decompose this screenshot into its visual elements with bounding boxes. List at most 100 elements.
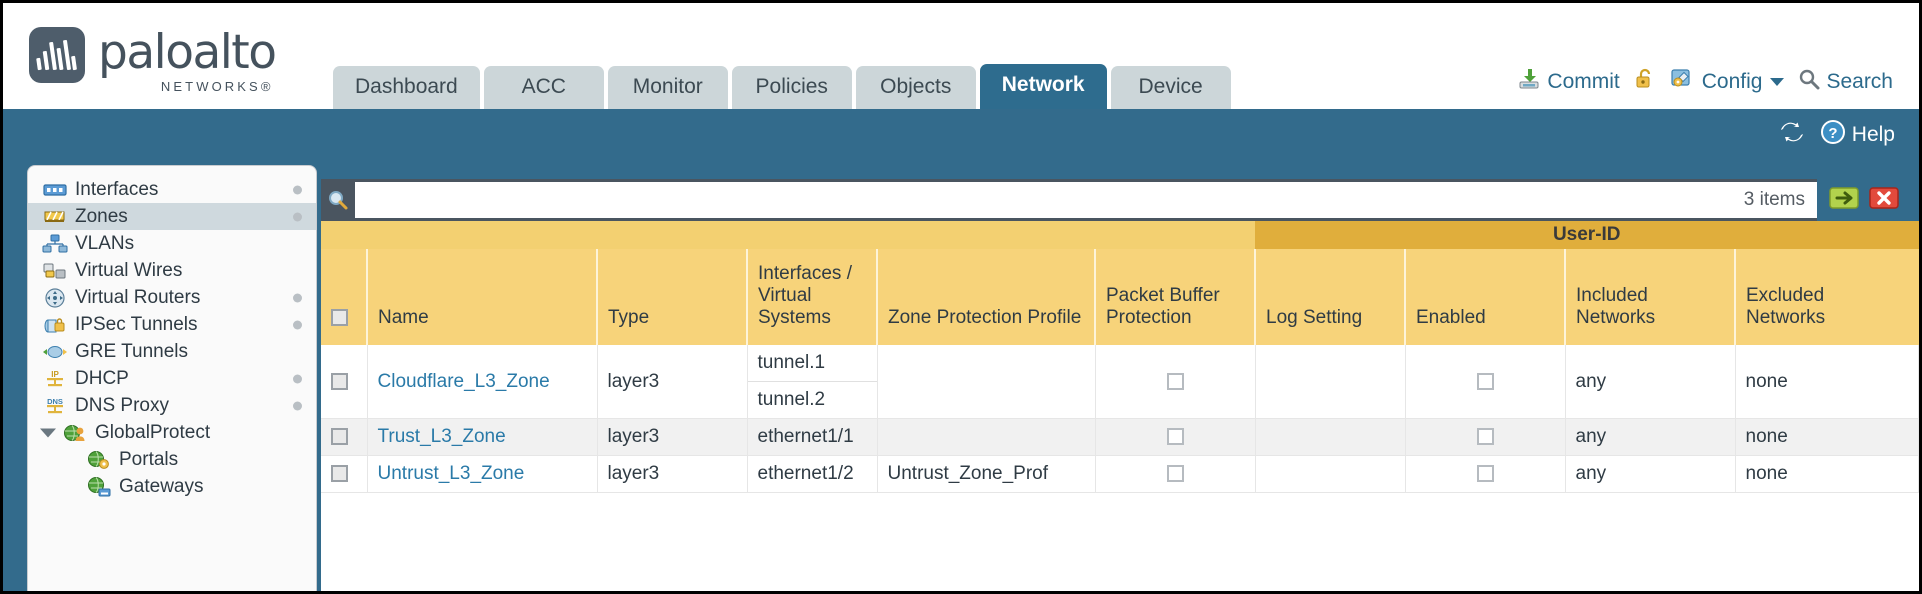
packet-buffer-protection-checkbox[interactable] [1166,372,1184,390]
select-all-checkbox[interactable] [331,309,348,327]
zone-name-link[interactable]: Trust_L3_Zone [377,426,506,447]
cell-log-setting [1255,418,1406,456]
network-sidebar: Interfaces Zones [27,165,317,591]
row-checkbox[interactable] [331,428,348,446]
interfaces-icon [42,180,68,200]
sidebar-item-dhcp[interactable]: IP DHCP [28,365,316,392]
table-row[interactable]: Cloudflare_L3_Zone layer3 tunnel.1 tunne… [321,345,1919,419]
tab-monitor[interactable]: Monitor [607,66,728,109]
group-header-user-id: User-ID [1255,221,1919,249]
table-group-header-row: User-ID [321,221,1919,249]
col-type[interactable]: Type [597,249,748,345]
cell-userid-enabled [1405,418,1566,456]
zone-name-link[interactable]: Untrust_L3_Zone [377,463,525,484]
col-log-setting[interactable]: Log Setting [1255,249,1406,345]
sidebar-item-dns-proxy[interactable]: DNS DNS Proxy [28,392,316,419]
portals-icon [86,450,112,470]
gre-tunnels-icon [42,342,68,362]
sidebar-label: Virtual Wires [75,259,183,281]
table-row[interactable]: Untrust_L3_Zone layer3 ethernet1/2 Untru… [321,455,1919,493]
group-spacer [877,221,1095,249]
cell-packet-buffer-protection [1095,345,1256,419]
zones-table-body: Cloudflare_L3_Zone layer3 tunnel.1 tunne… [321,345,1919,493]
tab-acc[interactable]: ACC [483,66,604,109]
userid-enabled-checkbox[interactable] [1476,428,1494,446]
sidebar-item-globalprotect[interactable]: GlobalProtect [28,419,316,446]
packet-buffer-protection-checkbox[interactable] [1166,428,1184,446]
cell-userid-enabled [1405,345,1566,419]
header-actions: Commit [1517,67,1893,97]
status-dot [293,374,302,383]
sidebar-item-interfaces[interactable]: Interfaces [28,176,316,203]
clear-x-icon[interactable] [1869,183,1899,218]
status-dot [293,185,302,194]
tab-device[interactable]: Device [1110,66,1231,109]
status-dot [293,293,302,302]
packet-buffer-protection-checkbox[interactable] [1166,465,1184,483]
col-zone-protection-profile[interactable]: Zone Protection Profile [877,249,1096,345]
zones-panel: 3 items [321,165,1919,591]
col-enabled[interactable]: Enabled [1405,249,1566,345]
refresh-icon[interactable] [1778,120,1806,150]
search-input[interactable]: 3 items [355,179,1817,221]
sidebar-item-ipsec-tunnels[interactable]: IPSec Tunnels [28,311,316,338]
commit-button[interactable]: Commit [1517,67,1620,97]
apply-arrow-icon[interactable] [1829,183,1859,218]
sidebar-item-gateways[interactable]: Gateways [28,473,316,500]
col-included-networks[interactable]: Included Networks [1565,249,1736,345]
virtual-routers-icon [42,287,68,308]
sidebar-label: DHCP [75,367,129,389]
expand-triangle-icon[interactable] [40,428,56,437]
svg-text:?: ? [1828,125,1837,142]
group-spacer [747,221,877,249]
tab-network[interactable]: Network [979,64,1107,109]
status-dot [293,320,302,329]
svg-text:DNS: DNS [47,397,63,406]
lock-button[interactable] [1634,67,1656,97]
sidebar-item-virtual-wires[interactable]: Virtual Wires [28,257,316,284]
zone-name-link[interactable]: Cloudflare_L3_Zone [377,370,550,392]
search-row: 3 items [321,179,1919,221]
col-packet-buffer-protection[interactable]: Packet Buffer Protection [1095,249,1256,345]
cell-log-setting [1255,345,1406,419]
userid-enabled-checkbox[interactable] [1476,465,1494,483]
row-checkbox[interactable] [331,372,348,390]
sub-toolbar: ? Help [3,109,1919,165]
sidebar-item-gre-tunnels[interactable]: GRE Tunnels [28,338,316,365]
tab-objects[interactable]: Objects [855,66,976,109]
group-spacer [1095,221,1255,249]
userid-enabled-checkbox[interactable] [1476,372,1494,390]
search-label: Search [1826,70,1893,93]
search-button[interactable]: Search [1798,68,1893,96]
table-row[interactable]: Trust_L3_Zone layer3 ethernet1/1 [321,418,1919,456]
sidebar-label: Portals [119,448,179,470]
status-dot [293,212,302,221]
cell-name: Trust_L3_Zone [367,418,598,456]
items-count-label: 3 items [1743,189,1805,210]
cell-excluded-networks: none [1735,418,1919,456]
row-checkbox[interactable] [331,465,348,483]
tab-dashboard[interactable]: Dashboard [333,66,480,109]
cell-name: Untrust_L3_Zone [367,455,598,493]
sidebar-item-virtual-routers[interactable]: Virtual Routers [28,284,316,311]
group-spacer [321,221,367,249]
cell-zone-protection-profile [877,345,1096,419]
sidebar-item-portals[interactable]: Portals [28,446,316,473]
cell-packet-buffer-protection [1095,418,1256,456]
tab-policies[interactable]: Policies [731,66,852,109]
interface-entry: ethernet1/1 [757,426,854,447]
sidebar-item-zones[interactable]: Zones [28,203,316,230]
sidebar-label: Virtual Routers [75,286,201,308]
sidebar-item-vlans[interactable]: VLANs [28,230,316,257]
config-menu-button[interactable]: Config [1670,67,1785,97]
brand-logo: paloalto NETWORKS® [29,27,277,93]
sidebar-label: IPSec Tunnels [75,313,198,335]
cell-type: layer3 [597,345,748,419]
col-name[interactable]: Name [367,249,598,345]
col-interfaces[interactable]: Interfaces / Virtual Systems [747,249,878,345]
search-actions [1817,179,1919,221]
group-spacer [597,221,747,249]
col-excluded-networks[interactable]: Excluded Networks [1735,249,1919,345]
status-dot [293,401,302,410]
help-button[interactable]: ? Help [1820,119,1895,151]
